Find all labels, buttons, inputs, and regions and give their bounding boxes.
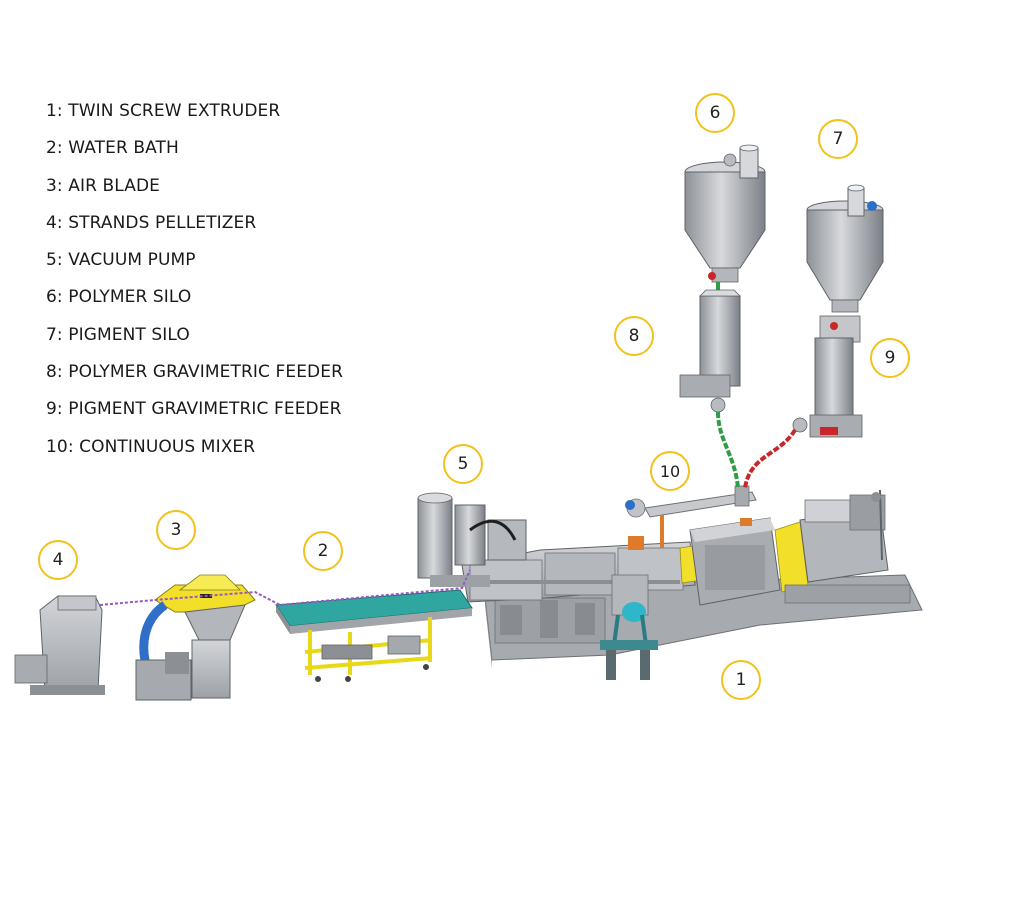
pigment-silo	[806, 184, 884, 313]
legend-item-9: 9: PIGMENT GRAVIMETRIC FEEDER	[46, 399, 342, 420]
twin-screw-extruder	[461, 489, 923, 680]
polymer-strands	[99, 569, 471, 607]
marker-5: 5	[443, 444, 483, 484]
marker-7: 7	[818, 119, 858, 159]
vacuum-pump	[417, 492, 527, 587]
polymer-silo	[684, 144, 766, 283]
marker-9: 9	[870, 338, 910, 378]
polymer-gravimetric-feeder	[679, 282, 741, 413]
marker-1: 1	[721, 660, 761, 700]
marker-2: 2	[303, 531, 343, 571]
continuous-mixer	[625, 485, 757, 548]
marker-10: 10	[650, 451, 690, 491]
component-legend: 1: TWIN SCREW EXTRUDER 2: WATER BATH 3: …	[46, 97, 343, 470]
marker-8: 8	[614, 316, 654, 356]
legend-item-1: 1: TWIN SCREW EXTRUDER	[46, 101, 281, 121]
strands-pelletizer	[14, 595, 105, 695]
marker-3: 3	[156, 510, 196, 550]
marker-6: 6	[695, 93, 735, 133]
legend-item-3: 3: AIR BLADE	[46, 175, 160, 196]
legend-item-6: 6: POLYMER SILO	[46, 287, 192, 308]
legend-item-7: 7: PIGMENT SILO	[46, 324, 190, 345]
pigment-gravimetric-feeder	[792, 315, 863, 438]
polymer-feed-hose	[716, 411, 740, 489]
legend-item-10: 10: CONTINUOUS MIXER	[46, 436, 256, 457]
air-blade	[135, 574, 256, 701]
water-bath	[275, 589, 473, 682]
legend-item-2: 2: WATER BATH	[46, 138, 179, 159]
legend-item-5: 5: VACUUM PUMP	[46, 250, 196, 271]
legend-item-4: 4: STRANDS PELLETIZER	[46, 212, 257, 233]
marker-4: 4	[38, 540, 78, 580]
pigment-feed-hose	[743, 428, 797, 489]
legend-item-8: 8: POLYMER GRAVIMETRIC FEEDER	[46, 362, 343, 383]
